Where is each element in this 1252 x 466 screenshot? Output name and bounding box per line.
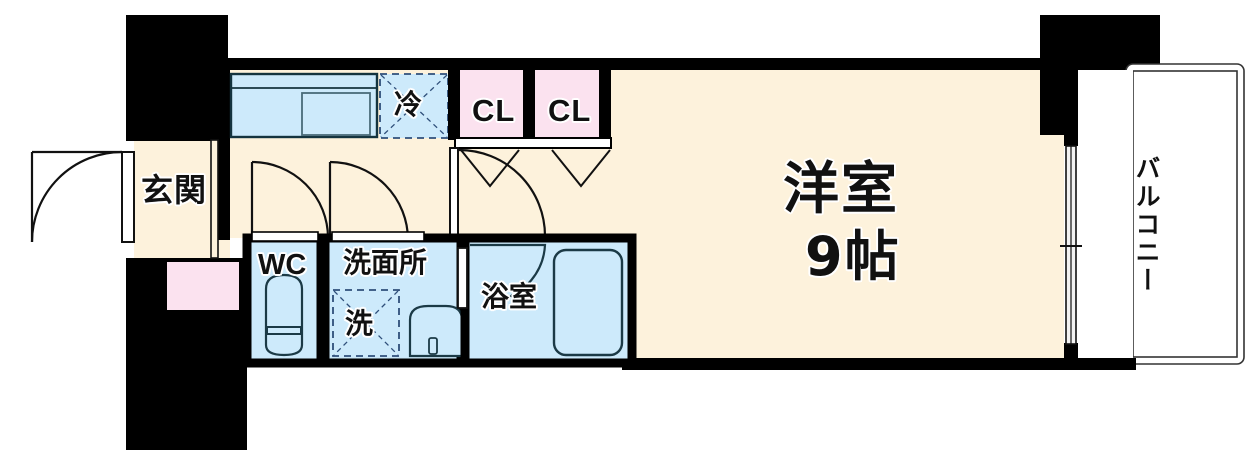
refrigerator-label: 冷 bbox=[394, 88, 423, 121]
bathroom-door-frame bbox=[457, 247, 468, 309]
closet-left bbox=[460, 70, 523, 138]
closet-threshold bbox=[454, 137, 612, 149]
living-room-label: 洋室 bbox=[783, 157, 899, 222]
wall-kitchen-right bbox=[448, 58, 460, 140]
closet-left-fold-door bbox=[460, 149, 520, 188]
balcony-floor bbox=[1078, 70, 1133, 358]
toilet-bowl bbox=[264, 273, 304, 357]
door-swing-living-entry bbox=[458, 148, 547, 237]
toilet-label: WC bbox=[258, 249, 307, 281]
entrance-step-line bbox=[210, 139, 219, 259]
balcony-bottom-wall bbox=[1078, 358, 1136, 370]
bathroom-label: 浴室 bbox=[481, 280, 538, 313]
toilet-tank bbox=[266, 326, 302, 335]
door-swing-washroom bbox=[329, 160, 410, 241]
balcony-outline-inner bbox=[1132, 70, 1238, 358]
wall-right-upper bbox=[1064, 58, 1078, 146]
closet-left-label: CL bbox=[472, 93, 516, 128]
door-swing-wc bbox=[251, 160, 330, 239]
washroom-label: 洗面所 bbox=[343, 246, 428, 279]
closet-right bbox=[535, 70, 599, 138]
wall-bottom-living bbox=[622, 358, 1078, 370]
wall-between-closets bbox=[523, 58, 535, 140]
entrance-label: 玄関 bbox=[141, 171, 208, 209]
living-room-floor bbox=[622, 58, 1064, 363]
entrance-door-swing bbox=[30, 150, 123, 243]
bathtub bbox=[552, 248, 624, 357]
living-room-size-label: 9帖 bbox=[805, 225, 901, 288]
wall-top bbox=[228, 58, 1040, 70]
washroom-door-threshold bbox=[331, 231, 425, 242]
washer-cross-2 bbox=[333, 290, 399, 356]
wall-left-hall bbox=[218, 58, 230, 240]
entrance-door-frame bbox=[121, 151, 135, 243]
wc-door-threshold bbox=[251, 231, 319, 242]
wall-closet-right-edge bbox=[599, 58, 611, 140]
wash-basin-faucet bbox=[428, 337, 438, 355]
washer-label: 洗 bbox=[345, 307, 374, 340]
shoe-closet bbox=[167, 262, 239, 310]
door-frame-living-entry bbox=[449, 147, 459, 237]
closet-right-label: CL bbox=[548, 93, 592, 128]
refrigerator-cross-2 bbox=[380, 74, 448, 138]
wall-block-top-left bbox=[126, 15, 228, 141]
bathroom-door-swing bbox=[470, 243, 547, 302]
kitchen-sink bbox=[301, 92, 371, 136]
balcony-label: バルコニー bbox=[1132, 155, 1161, 295]
closet-right-fold-door bbox=[551, 149, 611, 188]
